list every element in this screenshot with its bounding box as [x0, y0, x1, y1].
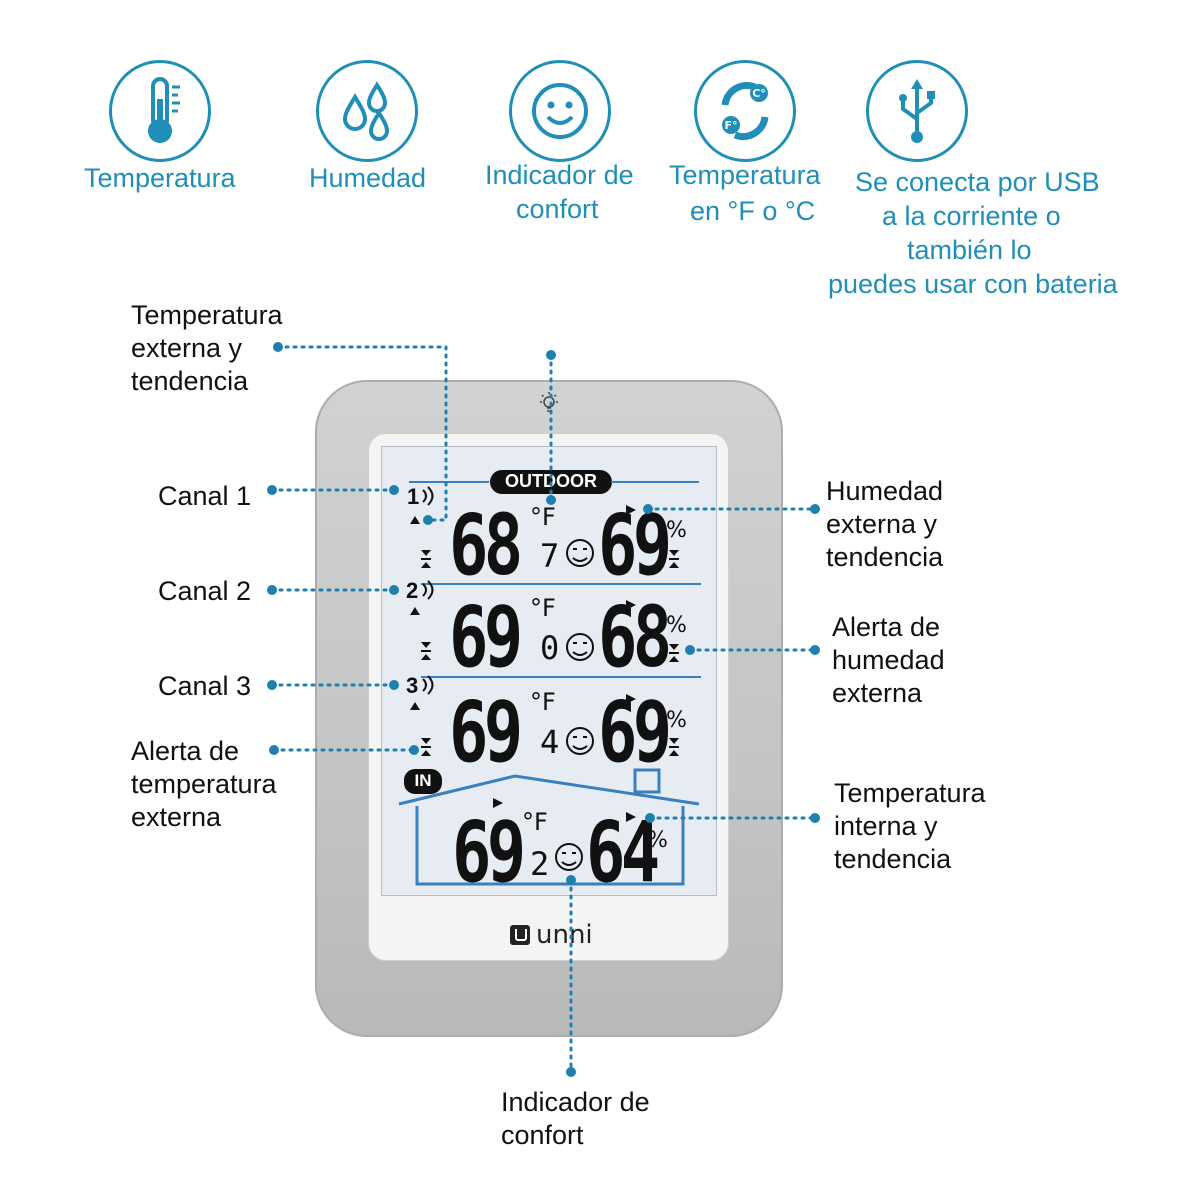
callout-line: Canal 3	[158, 671, 252, 701]
callout-canal-3: Canal 3	[158, 670, 251, 703]
feature-label: Humedad	[309, 163, 427, 193]
water-drops-icon	[316, 60, 418, 162]
callout-canal-2: Canal 2	[158, 575, 251, 608]
humidity-unit: %	[647, 828, 668, 853]
outdoor-humidity: 69	[598, 683, 672, 781]
callout-line: tendencia	[834, 844, 952, 874]
temp-unit: °F	[522, 808, 548, 836]
brand-logo: unni	[510, 920, 593, 950]
callout-line: externa y	[131, 333, 243, 363]
indoor-temp-decimal: 2	[530, 845, 550, 883]
callout-line: tendencia	[131, 366, 249, 396]
outdoor-temp-integer: 69	[449, 588, 523, 686]
temp-unit: °F	[530, 594, 556, 622]
indoor-humidity: 64	[586, 803, 660, 901]
smiley-icon	[509, 60, 611, 162]
feature-label: Se conecta por USB	[855, 167, 1100, 197]
outdoor-temp-integer: 69	[449, 683, 523, 781]
callout-line: Temperatura	[834, 778, 986, 808]
callout-line: Canal 2	[158, 576, 252, 606]
humidity-unit: %	[666, 708, 687, 733]
callout-outdoor-humidity: Humedad externa y tendencia	[826, 475, 943, 574]
humidity-unit: %	[666, 518, 687, 543]
callout-line: confort	[501, 1120, 584, 1150]
temp-unit: °F	[530, 503, 556, 531]
callout-canal-1: Canal 1	[158, 480, 251, 513]
callout-comfort: Indicador de confort	[501, 1086, 650, 1152]
in-badge: IN	[404, 769, 442, 794]
callout-line: tendencia	[826, 542, 944, 572]
humidity-unit: %	[666, 613, 687, 638]
outdoor-humidity: 69	[598, 496, 672, 594]
indoor-temp-integer: 69	[452, 803, 526, 901]
callout-line: temperatura	[131, 769, 277, 799]
usb-icon	[866, 60, 968, 162]
feature-label: puedes usar con bateria	[828, 269, 1118, 299]
backlight-bulb-icon[interactable]	[536, 390, 562, 416]
svg-text:F°: F°	[724, 119, 737, 132]
callout-line: externa	[832, 678, 923, 708]
callout-line: Alerta de	[131, 736, 240, 766]
feature-label: confort	[516, 194, 599, 224]
callout-outdoor-temp: Temperatura externa y tendencia	[131, 299, 283, 398]
callout-humidity-alert: Alerta de humedad externa	[832, 611, 945, 710]
brand-mark-icon	[510, 925, 530, 945]
outdoor-humidity: 68	[598, 588, 672, 686]
f-c-switch-icon: C° F°	[694, 60, 796, 162]
channel-number: 1	[407, 484, 420, 509]
callout-line: externa	[131, 802, 222, 832]
callout-line: Humedad	[826, 476, 944, 506]
channel-number: 2	[406, 578, 419, 603]
callout-line: Temperatura	[131, 300, 283, 330]
channel-number: 3	[406, 673, 419, 698]
svg-text:C°: C°	[752, 87, 766, 100]
outdoor-temp-integer: 68	[449, 496, 523, 594]
outdoor-temp-decimal: 0	[540, 629, 560, 667]
callout-line: interna y	[834, 811, 938, 841]
callout-line: Canal 1	[158, 481, 252, 511]
feature-label: Temperatura	[669, 160, 821, 190]
feature-label: también lo	[907, 235, 1032, 265]
outdoor-temp-decimal: 7	[540, 537, 560, 575]
temp-unit: °F	[530, 688, 556, 716]
feature-label: en °F o °C	[690, 196, 816, 226]
callout-indoor-temp: Temperatura interna y tendencia	[834, 777, 986, 876]
thermometer-icon	[109, 60, 211, 162]
callout-line: humedad	[832, 645, 945, 675]
feature-label: Temperatura	[84, 163, 236, 193]
callout-temp-alert: Alerta de temperatura externa	[131, 735, 277, 834]
brand-name: unni	[536, 920, 593, 950]
callout-line: Alerta de	[832, 612, 941, 642]
outdoor-temp-decimal: 4	[540, 723, 560, 761]
callout-line: externa y	[826, 509, 938, 539]
feature-label: a la corriente o	[882, 201, 1061, 231]
feature-label: Indicador de	[485, 160, 634, 190]
callout-line: Indicador de	[501, 1087, 650, 1117]
